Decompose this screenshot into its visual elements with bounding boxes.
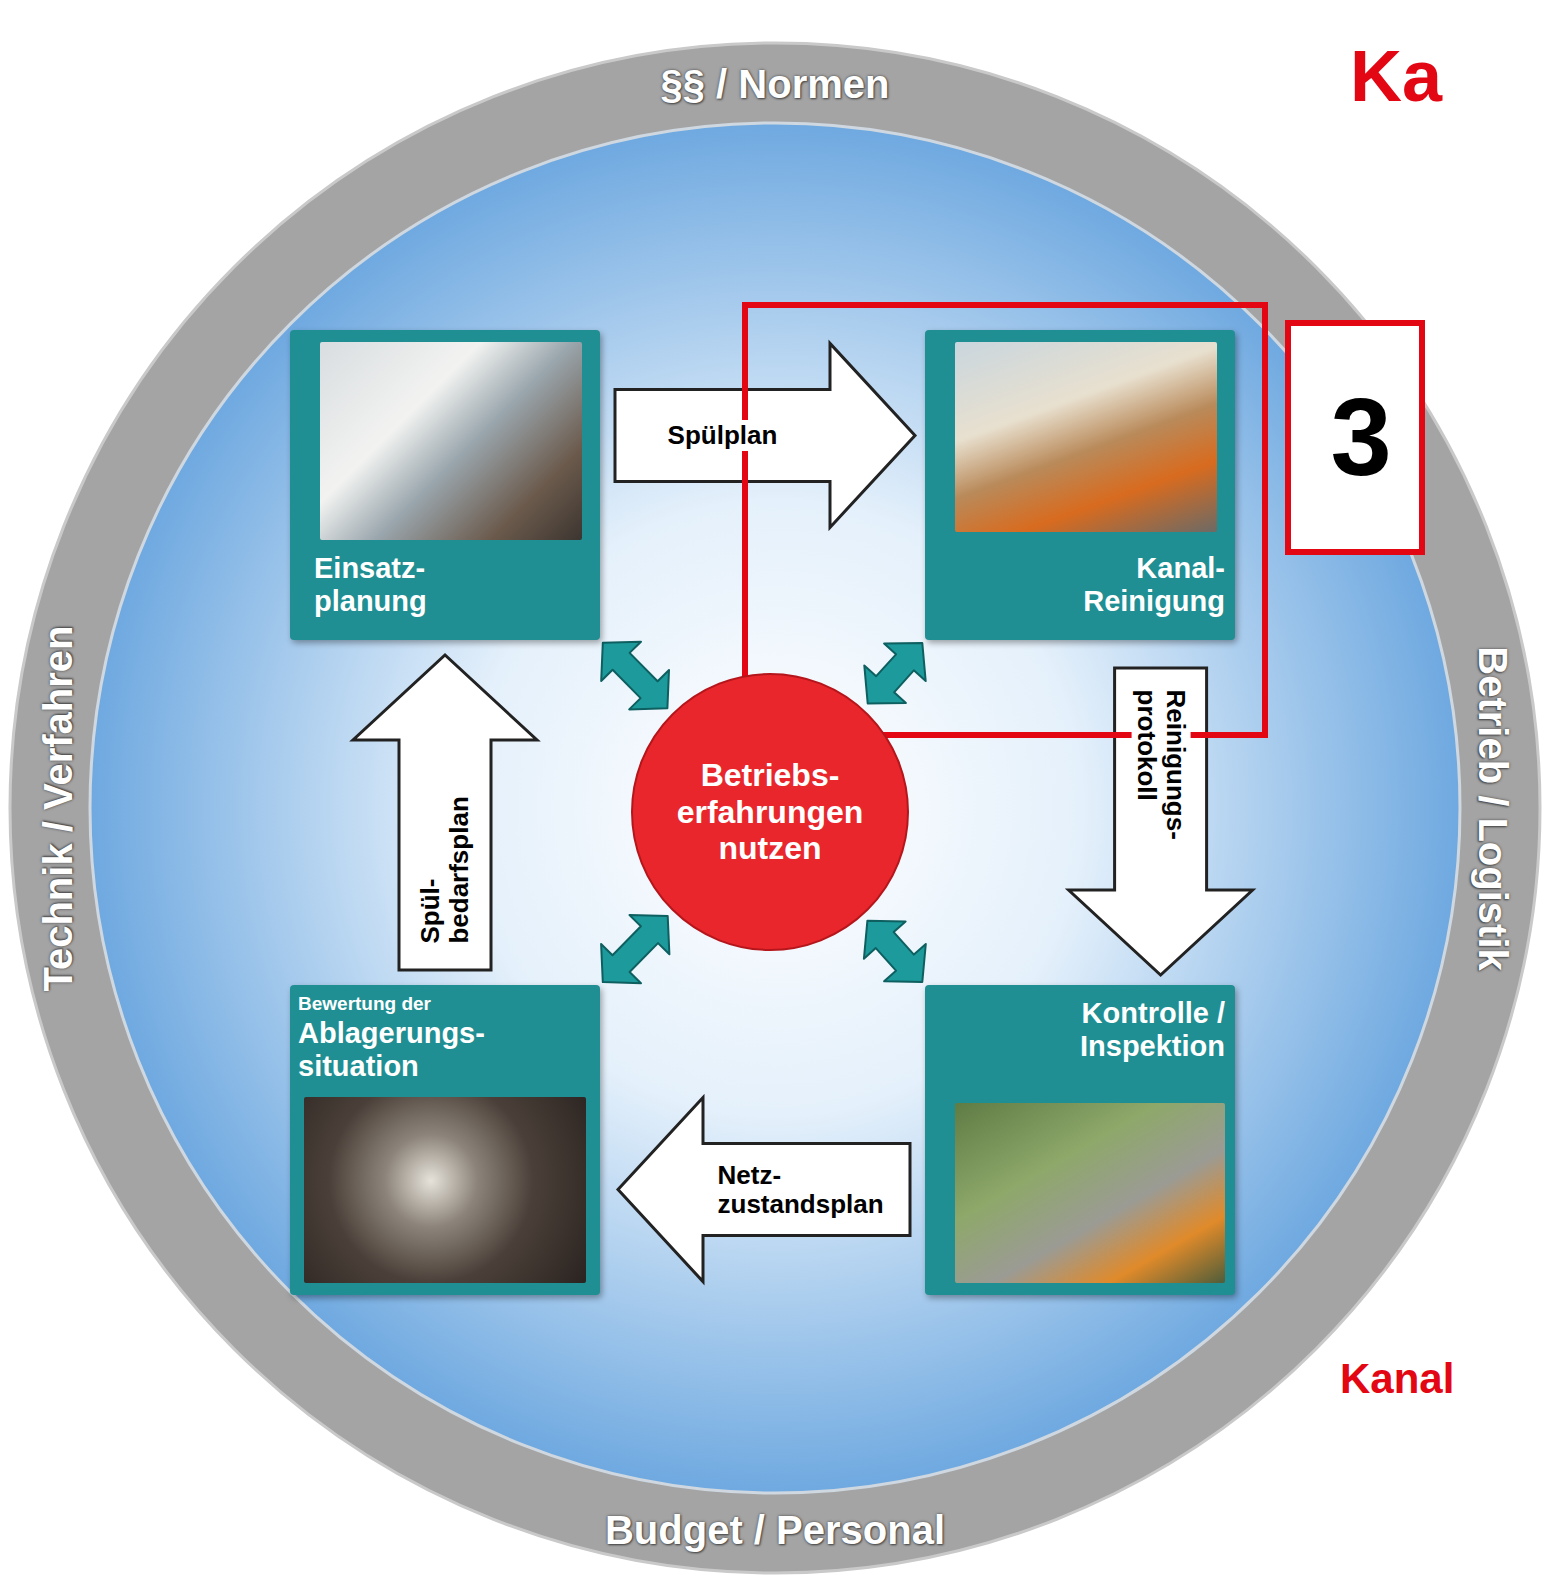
block-arrow	[353, 655, 537, 970]
heading-fragment: Ka	[1350, 35, 1442, 117]
ring-label: Budget / Personal	[605, 1508, 945, 1553]
photo	[304, 1097, 586, 1283]
block-arrow	[1069, 668, 1253, 975]
process-box: Bewertung derAblagerungs- situation	[290, 985, 600, 1295]
center-circle: Betriebs- erfahrungen nutzen	[630, 672, 910, 952]
node-label: Bewertung der	[298, 993, 558, 1015]
edge-label: Spülplan	[665, 420, 781, 451]
node-label: 3	[1301, 374, 1421, 501]
process-box: Kanal- Reinigung	[925, 330, 1235, 640]
outer-ring	[50, 83, 1500, 1533]
block-arrow-shape	[1069, 668, 1253, 975]
ring-label: §§ / Normen	[661, 62, 890, 107]
double-arrow	[601, 915, 669, 983]
block-arrow-shape	[618, 1098, 910, 1282]
double-arrow	[601, 642, 669, 710]
double-arrow	[864, 643, 925, 704]
double-arrow-shape	[601, 642, 669, 710]
node-label: Ablagerungs- situation	[298, 1017, 528, 1084]
edge-label: Netz- zustandsplan	[715, 1160, 899, 1219]
double-arrow-shape	[864, 643, 925, 704]
highlight-frame	[745, 305, 1265, 735]
block-arrow-shape	[353, 655, 537, 970]
block-arrow-shape	[615, 343, 915, 527]
ring-edge	[10, 43, 1540, 1573]
double-arrow	[864, 921, 926, 982]
ring-label: Betrieb / Logistik	[1470, 646, 1515, 971]
inner-disc	[90, 123, 1460, 1493]
circle-fill	[632, 674, 908, 950]
photo	[320, 342, 582, 540]
node-label: Betriebs- erfahrungen nutzen	[665, 757, 875, 867]
ring-label: Technik / Verfahren	[36, 625, 81, 991]
edge-label: Reinigungs- protokoll	[1131, 687, 1190, 871]
node-label: Kanal- Reinigung	[1045, 552, 1225, 619]
photo	[955, 342, 1217, 532]
double-arrow-shape	[864, 921, 926, 982]
block-arrow	[615, 343, 915, 527]
callout-box: 3	[1285, 320, 1425, 555]
photo	[955, 1103, 1225, 1283]
heading-fragment: Kanal	[1340, 1355, 1454, 1403]
process-box: Einsatz- planung	[290, 330, 600, 640]
block-arrow	[618, 1098, 910, 1282]
edge-label: Spül- bedarfsplan	[415, 763, 474, 947]
process-box: Kontrolle / Inspektion	[925, 985, 1235, 1295]
node-label: Kontrolle / Inspektion	[1025, 997, 1225, 1064]
node-label: Einsatz- planung	[314, 552, 514, 619]
double-arrow-shape	[601, 915, 669, 983]
